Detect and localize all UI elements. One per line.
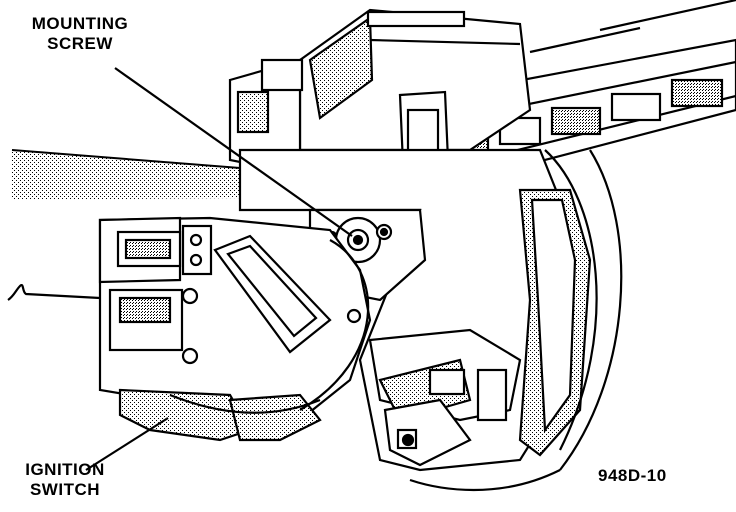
wire-lead bbox=[7, 284, 101, 301]
ignition-switch-label-line1: IGNITION bbox=[25, 460, 105, 479]
ignition-switch-label-line2: SWITCH bbox=[29, 480, 101, 499]
mounting-screw-label-line2: SCREW bbox=[47, 34, 113, 53]
mounting-screw-leader bbox=[114, 67, 353, 237]
mounting-screw-label: MOUNTING SCREW bbox=[10, 14, 150, 54]
steering-column-body bbox=[238, 148, 623, 492]
figure-number: 948D-10 bbox=[598, 466, 667, 485]
ignition-switch-leader bbox=[85, 417, 169, 471]
ignition-switch-label: IGNITION SWITCH bbox=[6, 460, 124, 500]
dash-panel bbox=[11, 149, 250, 200]
mounting-screw-label-line1: MOUNTING bbox=[31, 14, 129, 33]
ignition-switch-body bbox=[98, 216, 372, 442]
